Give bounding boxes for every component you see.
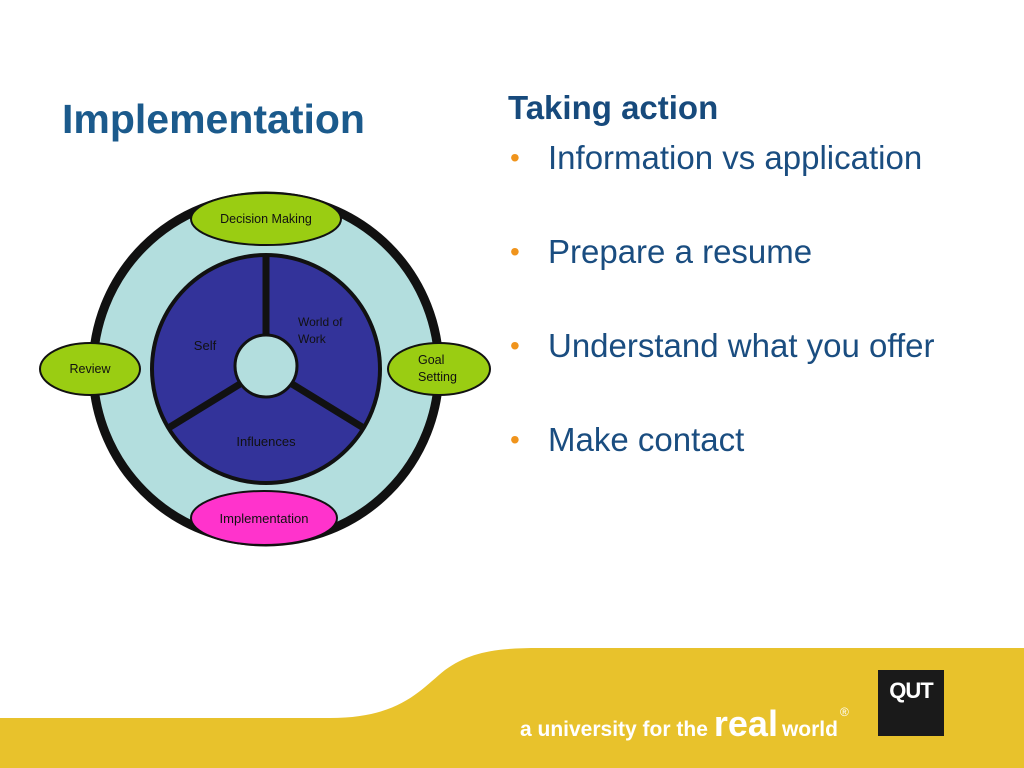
bullet-dot-icon: • xyxy=(510,236,520,267)
career-cycle-diagram: Self World of Work Influences Decision M… xyxy=(39,191,491,547)
node-review-label: Review xyxy=(70,362,112,376)
divider-left xyxy=(168,381,242,430)
registered-mark: ® xyxy=(839,705,849,719)
bullet-item: • Prepare a resume xyxy=(508,230,978,274)
bullet-item: • Make contact xyxy=(508,418,978,462)
center-hub xyxy=(233,333,299,399)
bullet-item: • Information vs application xyxy=(508,136,978,180)
tagline-world: world xyxy=(781,718,838,741)
node-review xyxy=(39,342,141,396)
node-goal-setting-label-line1: Goal xyxy=(418,353,444,367)
section-self: Self xyxy=(194,338,217,353)
section-heading: Taking action xyxy=(508,89,719,126)
bullet-list: • Information vs application • Prepare a… xyxy=(508,136,978,462)
bullet-dot-icon: • xyxy=(510,424,520,455)
section-world-of-work-line2: Work xyxy=(298,332,327,346)
tagline-start: a university for the xyxy=(520,718,708,741)
bullet-item: • Understand what you offer xyxy=(508,324,978,368)
node-decision-making xyxy=(190,192,342,246)
node-goal-setting xyxy=(387,342,491,396)
bullet-dot-icon: • xyxy=(510,330,520,361)
divider-right xyxy=(290,381,364,430)
bullet-dot-icon: • xyxy=(510,142,520,173)
section-world-of-work-line1: World of xyxy=(298,315,343,329)
node-implementation xyxy=(190,490,338,546)
bullet-text: Understand what you offer xyxy=(548,327,935,364)
bullet-text: Information vs application xyxy=(548,139,923,176)
section-influences: Influences xyxy=(236,434,296,449)
slide-title: Implementation xyxy=(62,96,365,143)
qut-logo: QUT xyxy=(878,670,944,736)
tagline-real: real xyxy=(713,703,778,744)
footer-wave xyxy=(0,648,1024,768)
node-implementation-label: Implementation xyxy=(220,511,309,526)
content-column: Taking action • Information vs applicati… xyxy=(508,88,978,462)
node-goal-setting-label-line2: Setting xyxy=(418,370,457,384)
node-decision-making-label: Decision Making xyxy=(220,212,312,226)
bullet-text: Make contact xyxy=(548,421,745,458)
bullet-text: Prepare a resume xyxy=(548,233,813,270)
